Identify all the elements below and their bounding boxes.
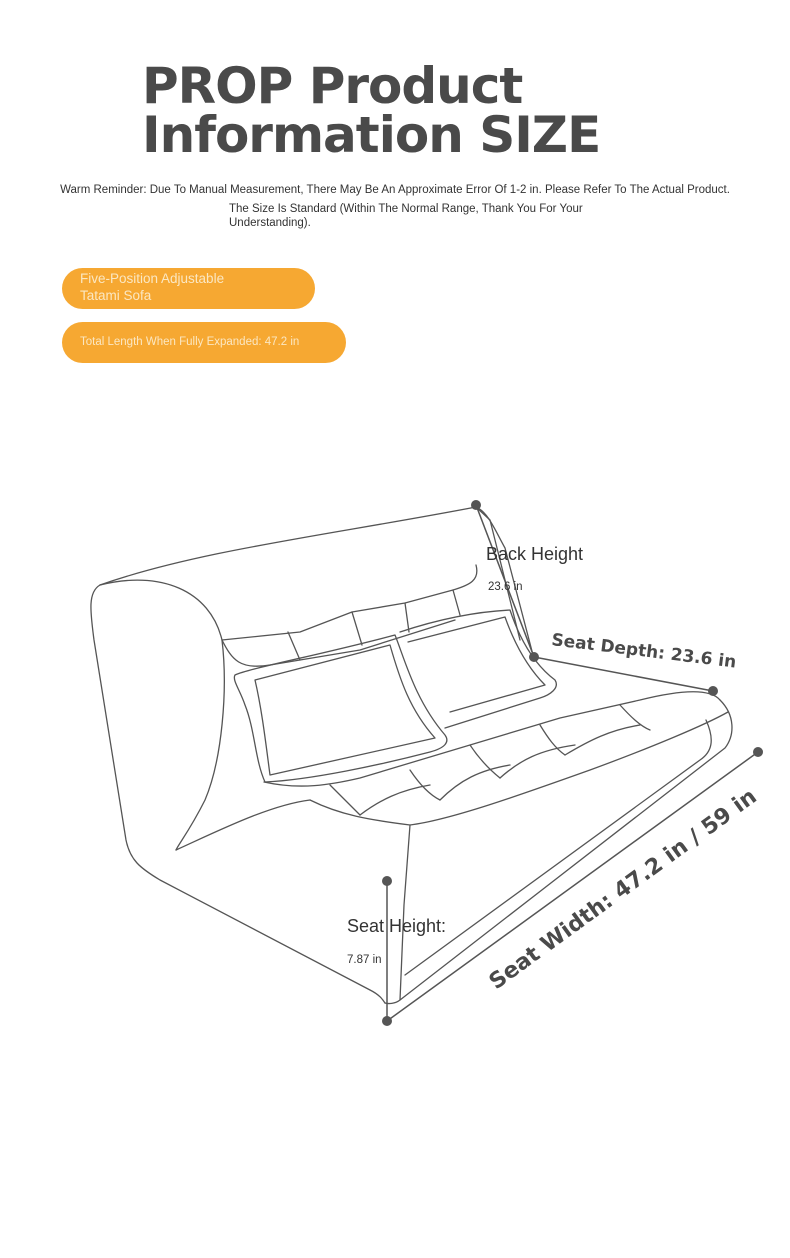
seat-height-bottom-dot-icon bbox=[382, 1016, 392, 1026]
total-length-text: Total Length When Fully Expanded: 47.2 i… bbox=[80, 336, 300, 348]
seat-width-end-dot-icon bbox=[753, 747, 763, 757]
seat-height-label: Seat Height: bbox=[347, 916, 446, 936]
seat-height-value: 7.87 in bbox=[347, 954, 382, 966]
measure-points bbox=[382, 500, 763, 1026]
product-name-badge: Five-Position Adjustable Tatami Sofa bbox=[62, 268, 315, 309]
measure-lines bbox=[386, 504, 759, 1022]
seat-depth-start-dot-icon bbox=[529, 652, 539, 662]
page-title: PROP Product Information SIZE bbox=[142, 57, 601, 164]
seat-height-top-dot-icon bbox=[382, 876, 392, 886]
total-length-badge: Total Length When Fully Expanded: 47.2 i… bbox=[62, 322, 346, 363]
product-name-line-1: Five-Position Adjustable bbox=[80, 271, 225, 286]
back-height-label: Back Height bbox=[486, 544, 583, 564]
warm-reminder: Warm Reminder: Due To Manual Measurement… bbox=[60, 184, 730, 196]
product-name-line-2: Tatami Sofa bbox=[80, 288, 152, 303]
size-note: The Size Is Standard (Within The Normal … bbox=[229, 203, 583, 229]
title-line-1: PROP Product bbox=[142, 57, 523, 115]
sofa-outline bbox=[90, 506, 733, 1005]
title-line-2: Information SIZE bbox=[142, 106, 601, 164]
back-height-top-dot-icon bbox=[471, 500, 481, 510]
seat-depth-end-dot-icon bbox=[708, 686, 718, 696]
back-height-value: 23.6 in bbox=[488, 581, 523, 593]
seat-depth-label: Seat Depth: 23.6 in bbox=[550, 630, 737, 672]
